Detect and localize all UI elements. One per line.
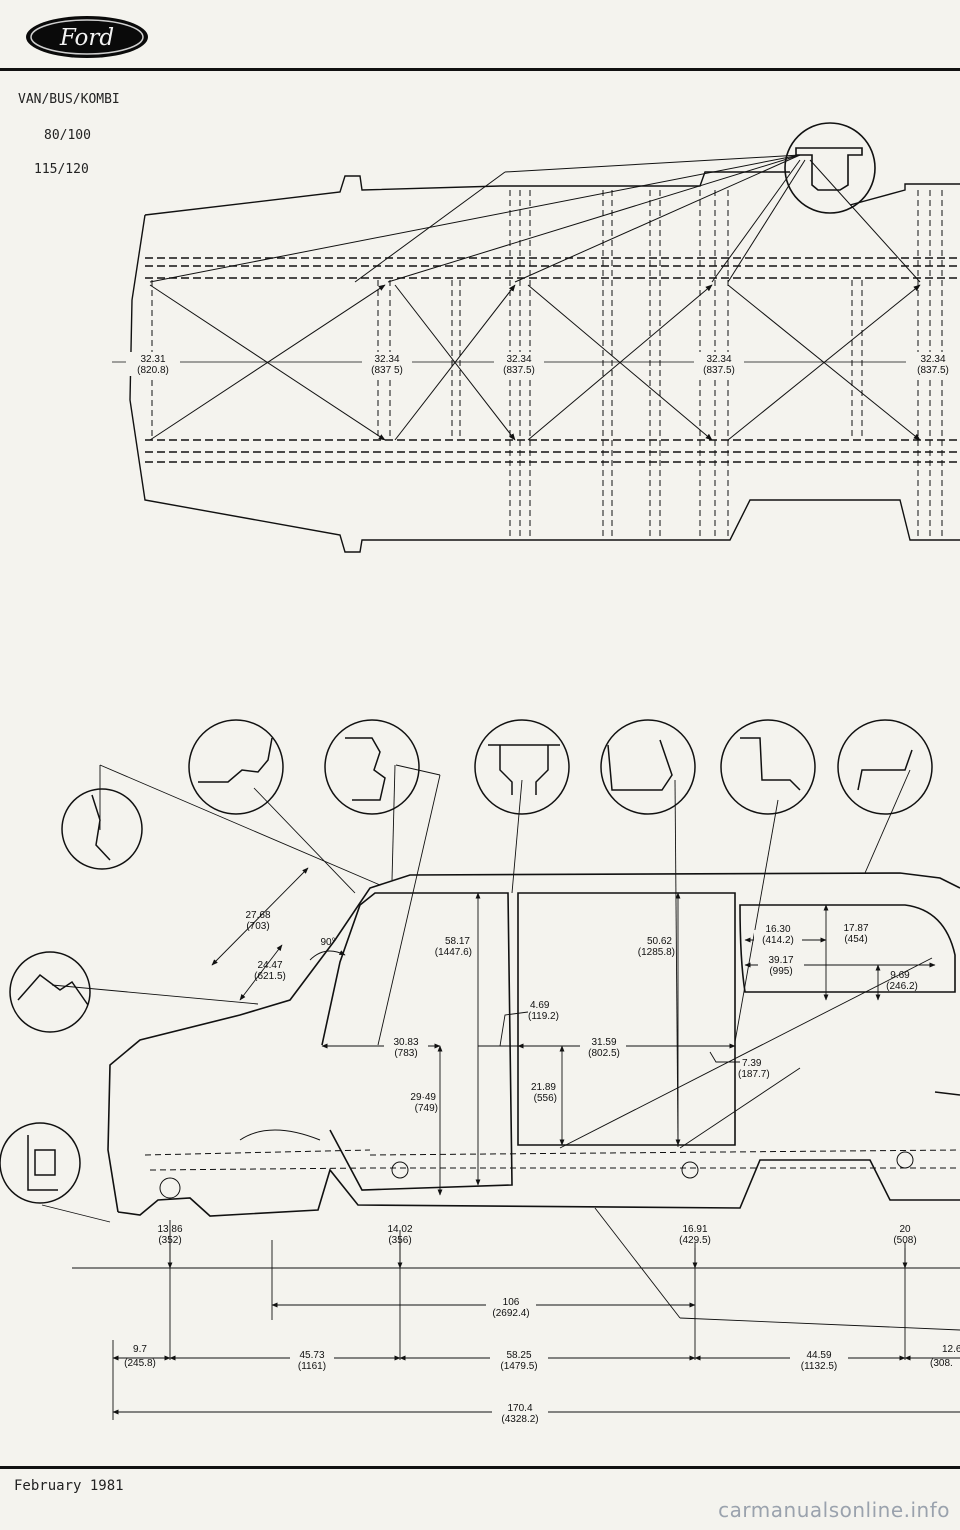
interior-dimension-arrows xyxy=(211,867,936,1196)
dim-pillar-in: 4.69 xyxy=(530,1000,550,1011)
underbody-dim-3-mm: (837.5) xyxy=(503,365,535,376)
underbody-dim-1-in: 32.31 xyxy=(140,354,165,365)
underbody-dim-2-mm: (837 5) xyxy=(371,365,403,376)
dim-windscreen-height-mm: (621.5) xyxy=(254,971,286,982)
segment-5-in: 12.6 xyxy=(942,1344,960,1355)
side-view-body xyxy=(107,872,960,1217)
dim-side-door-lower-mm: (556) xyxy=(534,1093,557,1104)
dim-window-width-mm: (414.2) xyxy=(762,935,794,946)
model-title: VAN/BUS/KOMBI xyxy=(18,92,120,107)
underbody-dimension-labels: 32.31 (820.8) 32.34 (837 5) 32.34 (837.5… xyxy=(112,352,960,376)
dim-windscreen-height-in: 24.47 xyxy=(257,960,282,971)
dim-windscreen-diag-mm: (703) xyxy=(246,921,269,932)
dim-side-door-lower-in: 21.89 xyxy=(531,1082,556,1093)
footer-date: February 1981 xyxy=(14,1478,124,1494)
height-rear-mm: (508) xyxy=(893,1235,916,1246)
underbody-dim-1-mm: (820.8) xyxy=(137,365,169,376)
ford-logo: Ford xyxy=(26,16,148,58)
underbody-dim-5-in: 32.34 xyxy=(920,354,945,365)
dim-door-height-in: 58.17 xyxy=(445,936,470,947)
dim-angle: 90° xyxy=(320,937,335,948)
dim-window-height-mm: (454) xyxy=(844,934,867,945)
overall-length-in: 170.4 xyxy=(507,1403,532,1414)
logo-text: Ford xyxy=(59,25,114,51)
dim-side-door-height-mm: (1285.8) xyxy=(638,947,675,958)
segment-2-mm: (1161) xyxy=(298,1361,326,1372)
segment-3-mm: (1479.5) xyxy=(500,1361,537,1372)
height-front-in: 13.86 xyxy=(157,1224,182,1235)
underbody-plan-view xyxy=(129,122,960,553)
dim-window-lower-in: 9.69 xyxy=(890,970,910,981)
segment-3-in: 58.25 xyxy=(506,1350,531,1361)
ground-dimension-lines xyxy=(72,1220,960,1420)
wheelbase-mm: (2692.4) xyxy=(492,1308,529,1319)
segment-1-mm: (245.8) xyxy=(124,1358,156,1369)
dim-window-length-in: 39.17 xyxy=(768,955,793,966)
wheelbase-in: 106 xyxy=(503,1297,520,1308)
underbody-dim-4-in: 32.34 xyxy=(706,354,731,365)
dim-door-lower-in: 29·49 xyxy=(410,1092,436,1103)
dim-pillar-mm: (119.2) xyxy=(528,1011,559,1022)
model-variant-2: 115/120 xyxy=(34,162,89,177)
dim-rear-offset-mm: (187.7) xyxy=(738,1069,770,1080)
dim-door-lower-mm: (749) xyxy=(415,1103,438,1114)
dim-front-door-width-in: 30.83 xyxy=(393,1037,418,1048)
model-variant-1: 80/100 xyxy=(44,128,91,143)
height-front-axle-in: 14.02 xyxy=(387,1224,412,1235)
underbody-dim-2-in: 32.34 xyxy=(374,354,399,365)
dim-side-door-width-in: 31.59 xyxy=(591,1037,616,1048)
dim-side-door-height-in: 50.62 xyxy=(647,936,672,947)
dim-window-width-in: 16.30 xyxy=(765,924,790,935)
dim-side-door-width-mm: (802.5) xyxy=(588,1048,620,1059)
header-rule xyxy=(0,68,960,71)
dim-window-lower-mm: (246.2) xyxy=(886,981,918,992)
height-rear-in: 20 xyxy=(899,1224,911,1235)
overall-length-mm: (4328.2) xyxy=(501,1414,538,1425)
watermark: carmanualsonline.info xyxy=(718,1498,950,1522)
dim-door-height-mm: (1447.6) xyxy=(435,947,472,958)
footer-rule xyxy=(0,1466,960,1469)
dim-window-height-in: 17.87 xyxy=(843,923,868,934)
segment-5-mm: (308. xyxy=(930,1358,953,1369)
height-front-mm: (352) xyxy=(158,1235,181,1246)
dim-window-length-mm: (995) xyxy=(769,966,792,977)
segment-4-in: 44.59 xyxy=(806,1350,831,1361)
underbody-dim-3-in: 32.34 xyxy=(506,354,531,365)
leader-lines xyxy=(41,764,960,1331)
underbody-dim-4-mm: (837.5) xyxy=(703,365,735,376)
underbody-dim-5-mm: (837.5) xyxy=(917,365,949,376)
height-rear-axle-in: 16.91 xyxy=(682,1224,707,1235)
side-dimension-labels: 27.68 (703) 90° 24.47 (621.5) 58.17 (144… xyxy=(124,910,960,1425)
height-front-axle-mm: (356) xyxy=(388,1235,411,1246)
dim-rear-offset-in: 7.39 xyxy=(742,1058,762,1069)
segment-1-in: 9.7 xyxy=(133,1344,147,1355)
section-detail-circles xyxy=(0,719,933,1204)
dim-front-door-width-mm: (783) xyxy=(394,1048,417,1059)
height-rear-axle-mm: (429.5) xyxy=(679,1235,711,1246)
segment-2-in: 45.73 xyxy=(299,1350,324,1361)
segment-4-mm: (1132.5) xyxy=(801,1361,838,1372)
dim-windscreen-diag-in: 27.68 xyxy=(245,910,270,921)
